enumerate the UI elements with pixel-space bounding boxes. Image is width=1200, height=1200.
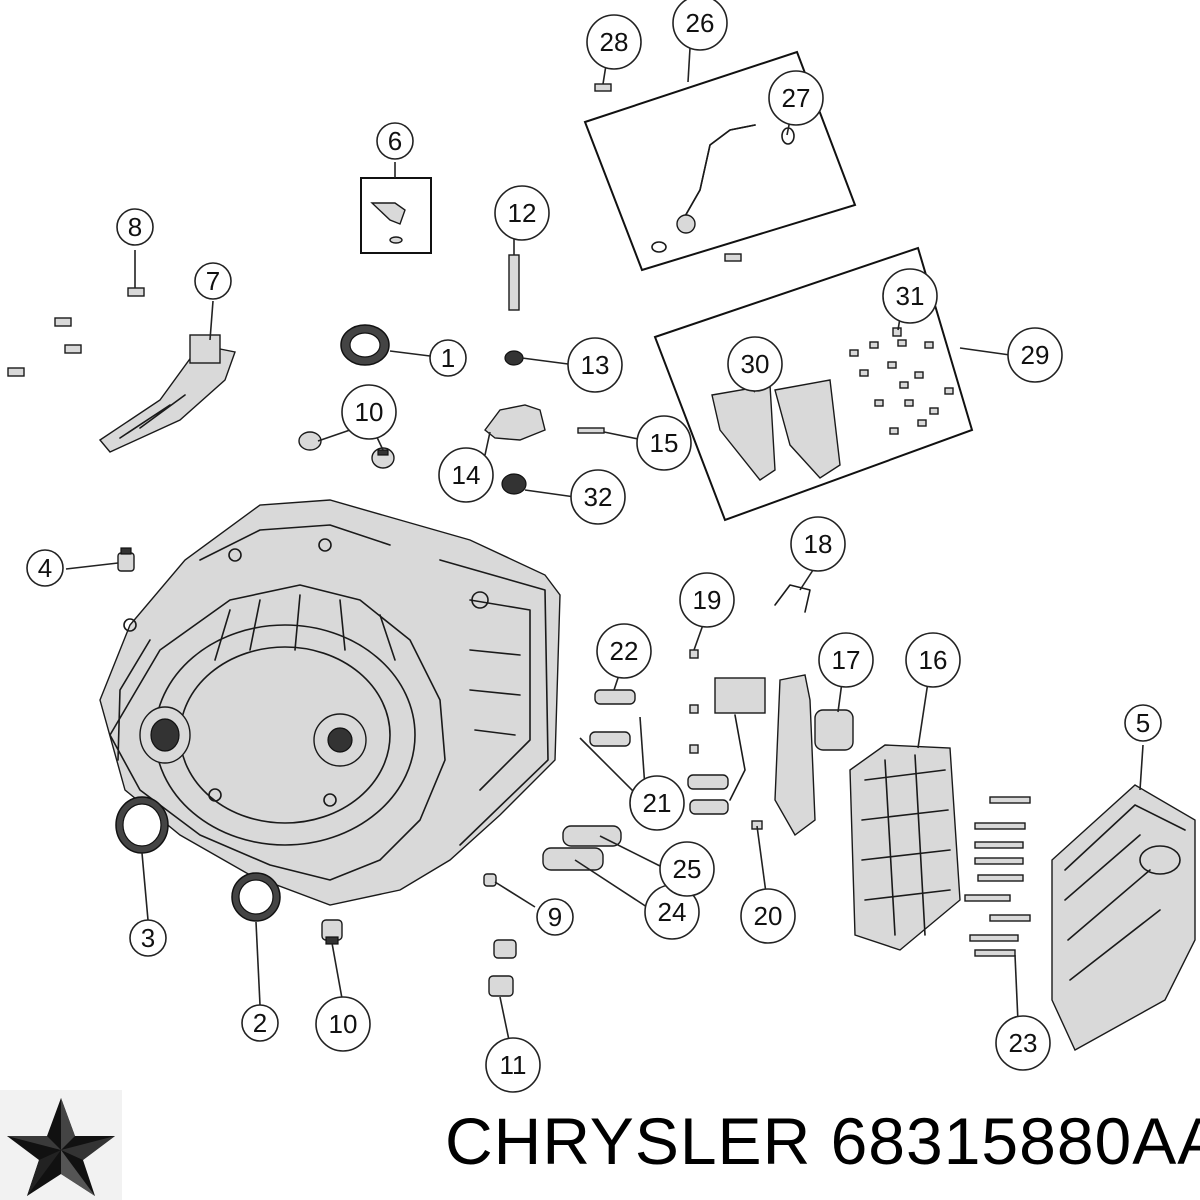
callout-number: 20 [754,901,783,931]
bolts-19 [689,649,699,754]
tubes-21-22 [589,689,729,815]
callout-number: 14 [452,460,481,490]
callout-number: 22 [610,636,639,666]
callout-number: 19 [693,585,722,615]
callout-number: 7 [206,266,220,296]
callout: 31 [882,268,938,324]
callout-number: 27 [782,83,811,113]
callout-number: 4 [38,553,52,583]
bolt-9 [483,873,497,887]
callout-number: 17 [832,645,861,675]
bolt-28 [594,83,612,92]
breather-kit-6 [360,177,432,254]
leader-lines [65,47,1144,1046]
callout-number: 29 [1021,340,1050,370]
brand-name: CHRYSLER [445,1104,812,1178]
callout: 5 [1124,704,1162,742]
callout: 29 [1007,327,1063,383]
nut-13 [504,350,524,366]
callout-number: 21 [643,788,672,818]
callout: 21 [629,775,685,831]
callout-number: 9 [548,902,562,932]
bolts-8 [7,287,145,377]
callout-number: 11 [500,1050,527,1080]
callout: 22 [596,623,652,679]
callout: 10 [341,384,397,440]
callout: 19 [679,572,735,628]
callout: 4 [26,549,64,587]
callout: 17 [818,632,874,688]
plug-10-upper [298,431,395,469]
part-number: 68315880AA [830,1104,1200,1178]
callout: 10 [315,996,371,1052]
callout-number: 10 [355,397,384,427]
callout: 18 [790,516,846,572]
callout: 15 [636,415,692,471]
callout: 26 [672,0,728,51]
fittings-11 [488,939,517,997]
callout: 6 [376,122,414,160]
brand-caption: CHRYSLER 68315880AA [445,1108,1200,1174]
oil-pan-5 [1051,784,1196,1051]
seal-ring-3 [115,796,169,854]
seal-ring-1 [340,324,390,366]
plug-10-lower [321,919,343,945]
callout: 23 [995,1015,1051,1071]
callout: 20 [740,888,796,944]
callout-number: 25 [673,854,702,884]
callout-number: 26 [686,8,715,38]
callout-number: 30 [741,349,770,379]
callout: 7 [194,262,232,300]
callout: 25 [659,841,715,897]
clip-18 [774,584,811,613]
seal-ring-2 [231,872,281,922]
callout-number: 12 [508,198,537,228]
callout-number: 31 [896,281,925,311]
callout: 3 [129,919,167,957]
callout: 9 [536,898,574,936]
callout: 28 [586,14,642,70]
callout-number: 24 [658,897,687,927]
callout-number: 3 [141,923,155,953]
callout: 14 [438,447,494,503]
pin-15 [577,427,605,434]
callout: 11 [485,1037,541,1093]
pentastar-logo-icon [0,1090,122,1200]
callout: 13 [567,337,623,393]
transmission-case [99,499,561,906]
callout: 24 [644,884,700,940]
spring-32 [501,473,527,495]
callout: 16 [905,632,961,688]
callout-number: 18 [804,529,833,559]
callout: 8 [116,208,154,246]
callout-number: 10 [329,1009,358,1039]
callout-number: 23 [1009,1028,1038,1058]
callout-number: 6 [388,126,402,156]
callout-number: 8 [128,212,142,242]
position-sensor-7 [98,334,236,453]
callout-number: 28 [600,27,629,57]
plug-4 [117,547,135,572]
callout-number: 1 [441,343,455,373]
callout: 12 [494,185,550,241]
callout: 30 [727,336,783,392]
callout-number: 13 [581,350,610,380]
callout: 1 [429,339,467,377]
callout-number: 16 [919,645,948,675]
callout: 2 [241,1004,279,1042]
bracket-14 [484,404,546,441]
pin-12 [508,254,520,311]
callout: 32 [570,469,626,525]
callout-number: 2 [253,1008,267,1038]
bolts-23 [964,796,1031,957]
tubes-24-25 [542,825,622,871]
solenoid-harness-17 [714,674,854,837]
valve-body-16 [849,744,961,951]
callout-number: 15 [650,428,679,458]
callout: 27 [768,70,824,126]
hose-kit-26 [583,50,857,272]
callout-number: 32 [584,482,613,512]
callout-number: 5 [1136,708,1150,738]
